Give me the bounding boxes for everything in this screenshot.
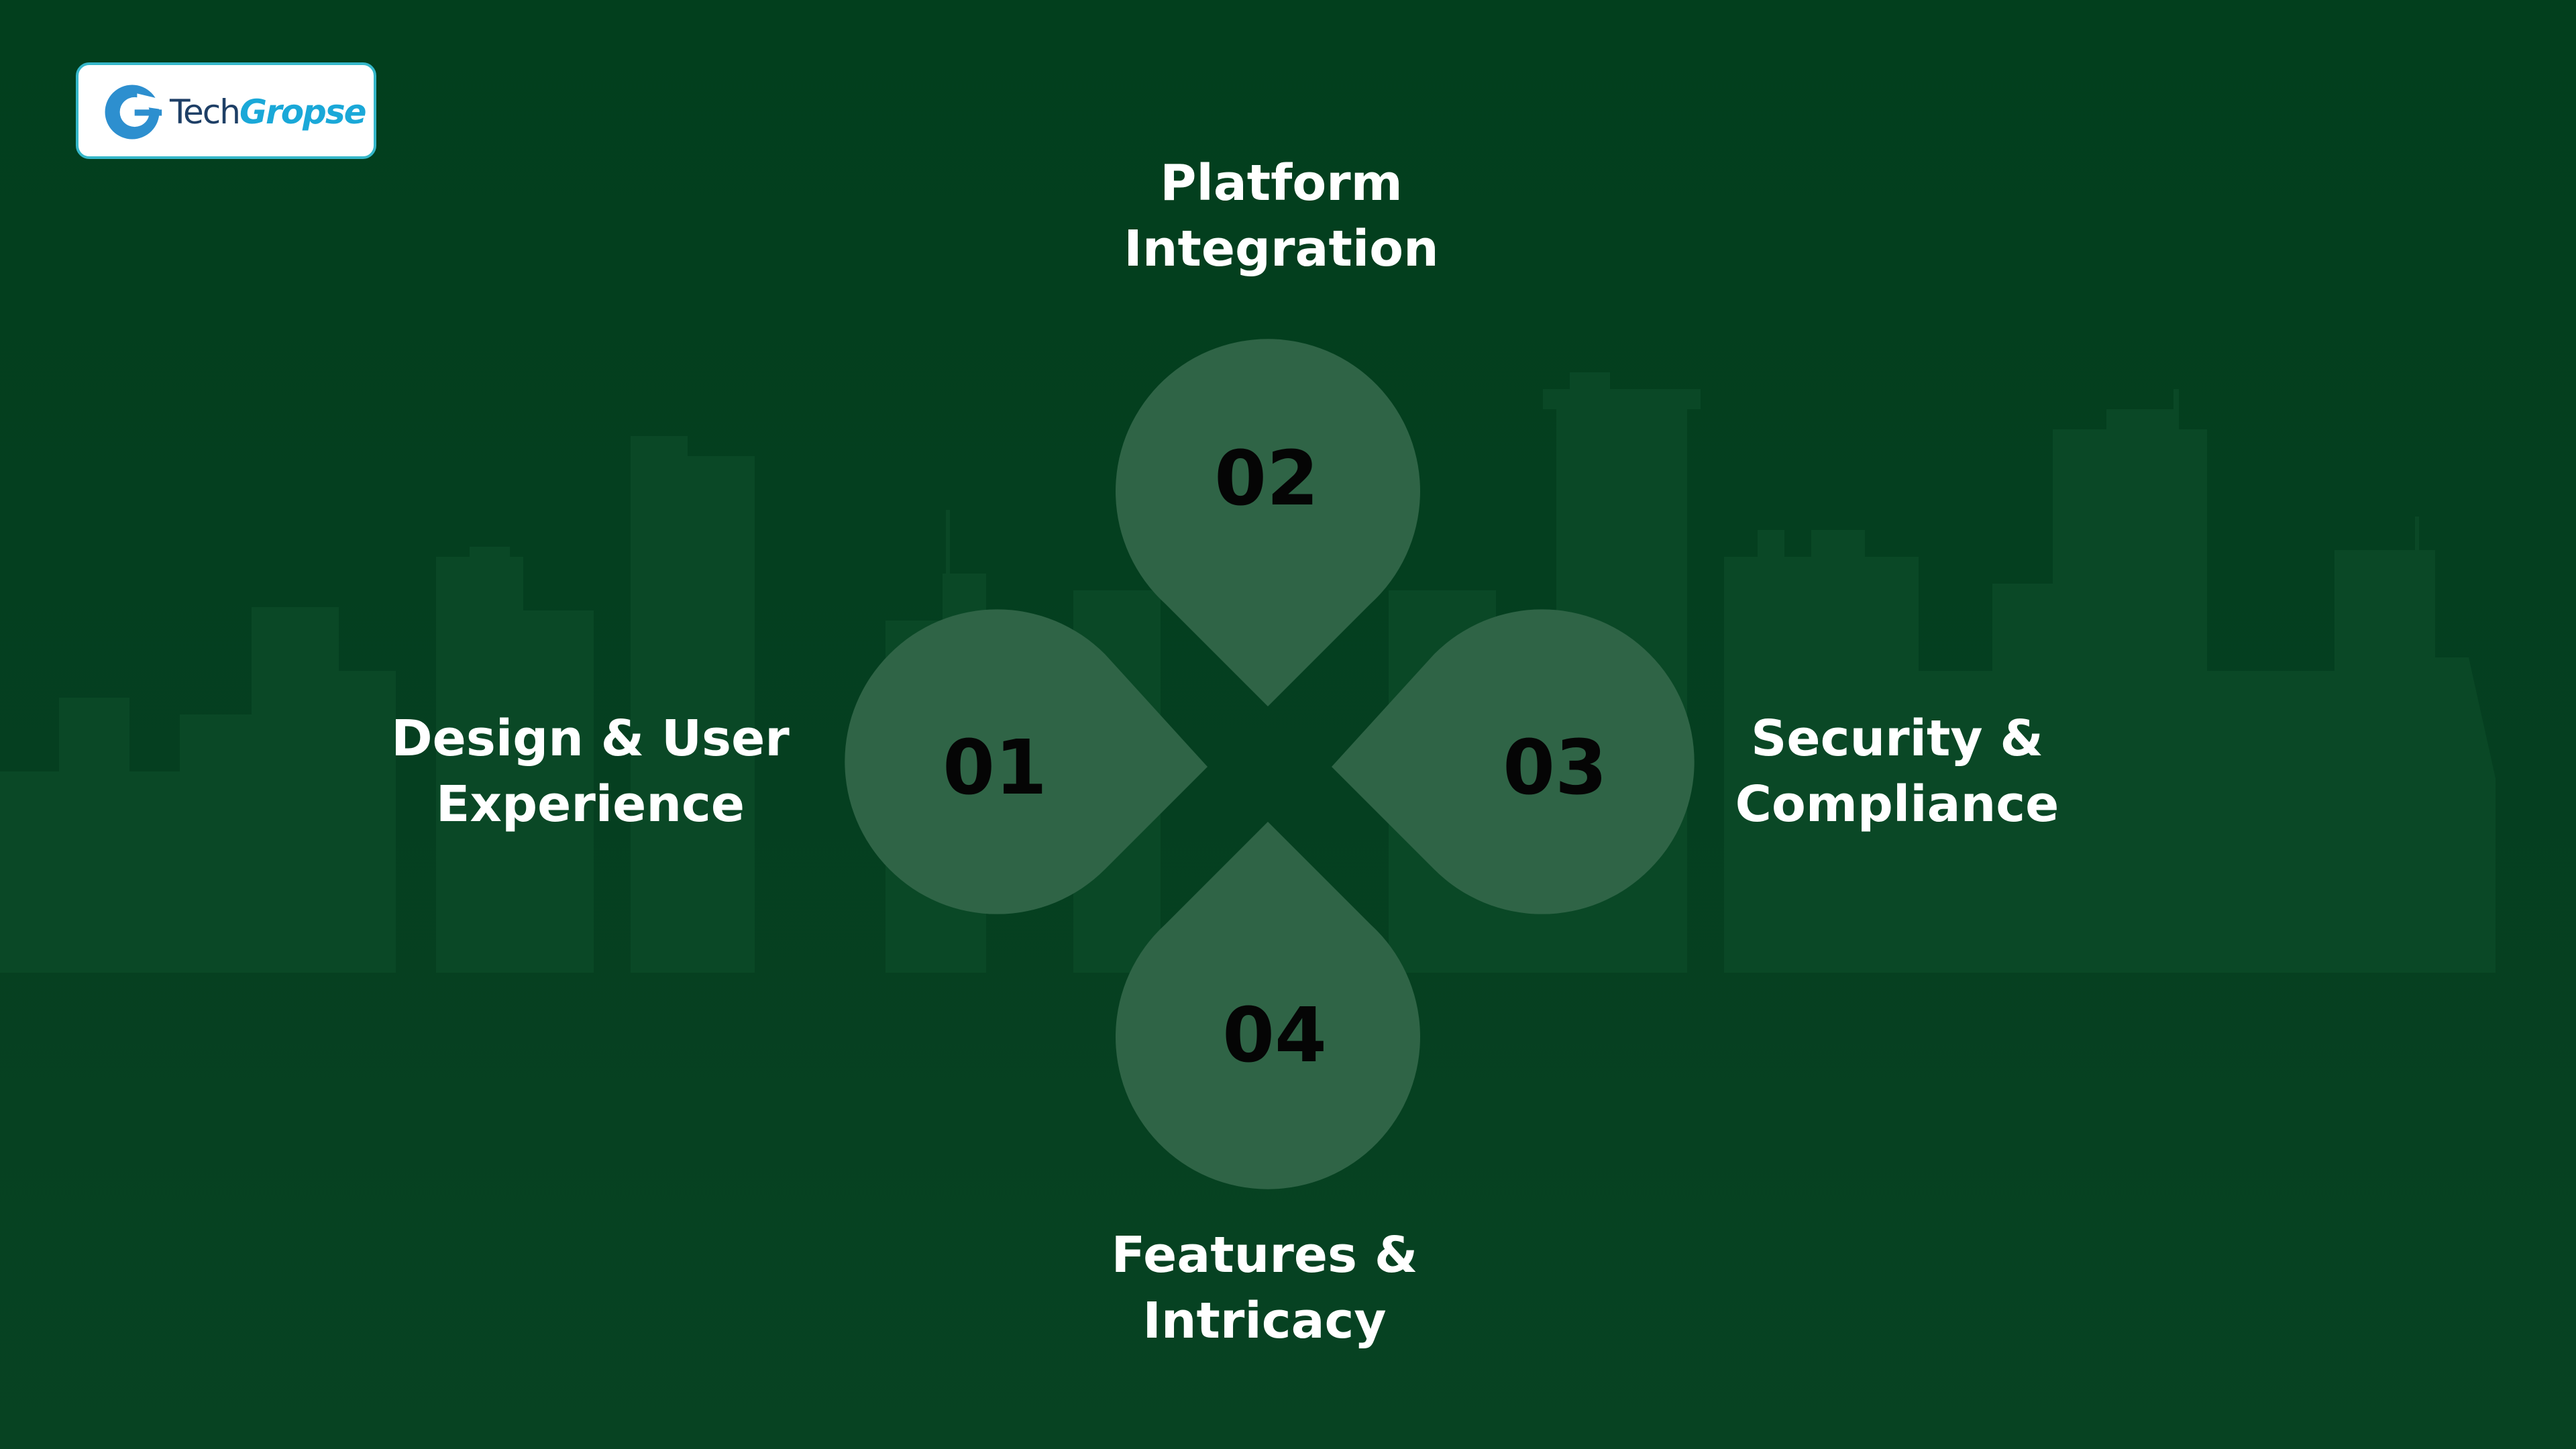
label-features-intricacy: Features & Intricacy <box>996 1222 1533 1354</box>
label-04-line-1: Features & <box>1111 1226 1418 1284</box>
label-security-compliance: Security & Compliance <box>1629 706 2165 837</box>
petal-02-shape <box>1115 339 1420 706</box>
petal-04-shape <box>1116 822 1420 1189</box>
petal-03-number: 03 <box>1503 724 1607 812</box>
petal-01: 01 <box>845 609 1208 914</box>
label-03-line-1: Security & <box>1751 710 2043 767</box>
petal-03-shape <box>1332 609 1695 914</box>
label-03-line-2: Compliance <box>1735 775 2059 833</box>
logo-wordmark: TechGropse <box>170 91 367 133</box>
petal-01-number: 01 <box>943 724 1047 812</box>
label-02-line-2: Integration <box>1124 220 1439 278</box>
petal-03: 03 <box>1332 609 1695 914</box>
petal-04: 04 <box>1116 822 1420 1189</box>
petal-04-number: 04 <box>1222 992 1327 1079</box>
petal-02: 02 <box>1115 339 1420 706</box>
techgropse-logo: TechGropse <box>76 62 376 159</box>
logo-text-tech: Tech <box>170 93 241 131</box>
petal-01-shape <box>845 609 1208 914</box>
label-design-user-experience: Design & User Experience <box>322 706 859 837</box>
label-04-line-2: Intricacy <box>1142 1292 1387 1350</box>
label-01-line-2: Experience <box>435 775 745 833</box>
label-02-line-1: Platform <box>1160 154 1403 212</box>
petal-02-number: 02 <box>1214 435 1319 523</box>
techgropse-logo-mark-icon <box>105 85 163 140</box>
logo-text-gropse: Gropse <box>239 93 367 131</box>
label-01-line-1: Design & User <box>391 710 790 767</box>
label-platform-integration: Platform Integration <box>1013 150 1550 282</box>
